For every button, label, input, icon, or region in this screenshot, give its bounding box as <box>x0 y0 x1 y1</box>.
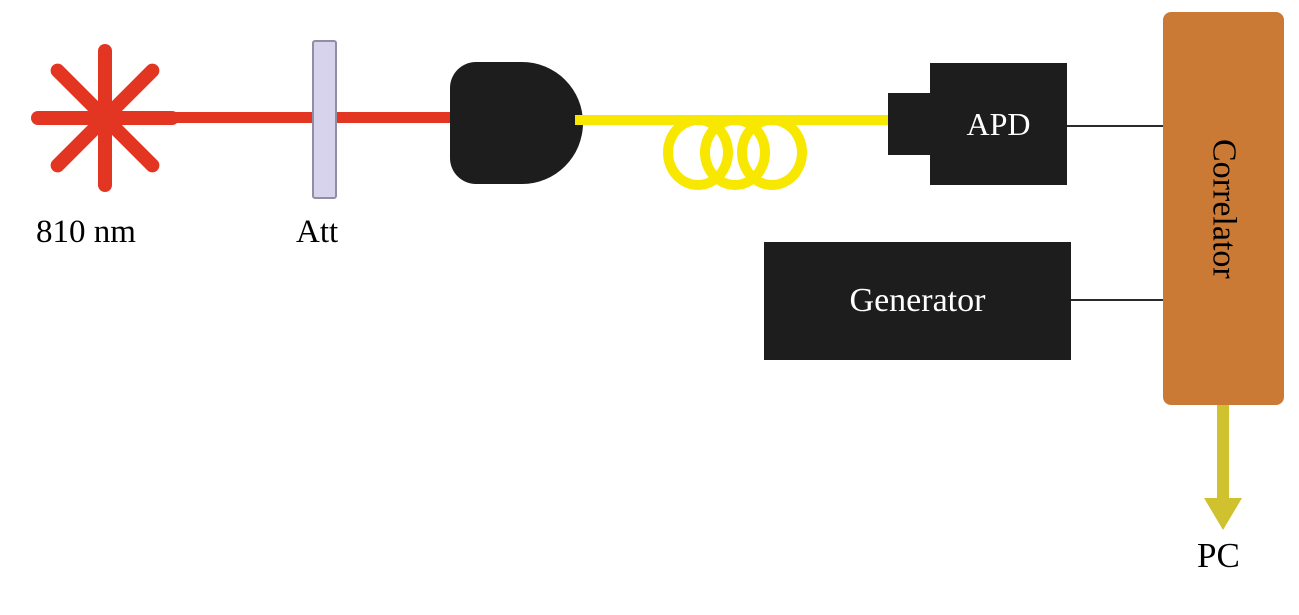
output-arrowhead-icon <box>1204 498 1242 530</box>
generator-label: Generator <box>849 282 986 319</box>
wavelength-label: 810 nm <box>36 214 136 250</box>
correlator-label: Correlator <box>1205 138 1243 279</box>
attenuator-plate-icon <box>312 40 337 199</box>
pc-label: PC <box>1197 536 1240 575</box>
apd-to-correlator-wire <box>1067 125 1163 127</box>
correlator-box: Correlator <box>1163 12 1284 405</box>
apd-label: APD <box>966 105 1031 142</box>
apd-box: APD <box>930 63 1067 185</box>
fiber-coupler-icon <box>450 62 583 184</box>
laser-beam-line <box>40 112 460 123</box>
attenuator-label: Att <box>296 214 339 250</box>
generator-to-correlator-wire <box>1071 299 1163 301</box>
fiber-loop-icon <box>737 115 807 190</box>
generator-box: Generator <box>764 242 1071 360</box>
output-arrow-shaft <box>1217 405 1229 500</box>
